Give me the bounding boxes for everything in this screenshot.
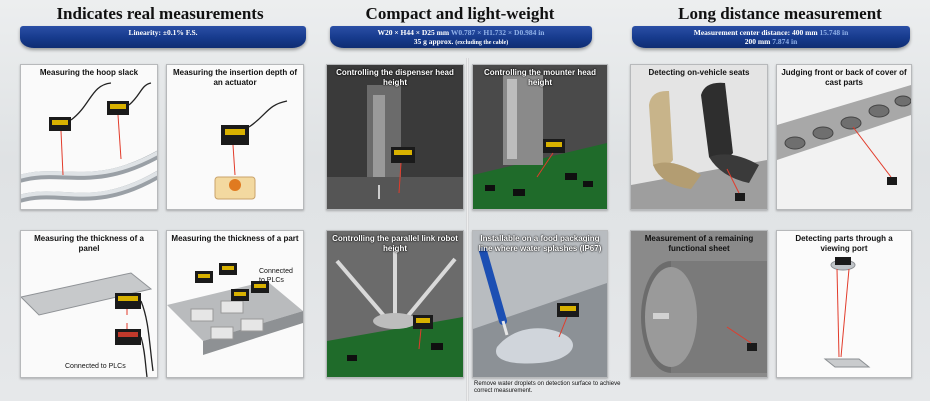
caption-cast-parts: Judging front or back of cover of cast p…	[781, 68, 907, 87]
panel-dispenser-height: Controlling the dispenser head height	[326, 64, 464, 210]
panel-viewing-port: Detecting parts through a viewing port	[776, 230, 912, 378]
caption-viewing-port: Detecting parts through a viewing port	[795, 234, 893, 253]
panel-mounter-height: Controlling the mounter head height	[472, 64, 608, 210]
spec-text-small: (excluding the cable)	[455, 40, 509, 46]
vehicle-seats-illustration	[631, 65, 767, 209]
insertion-depth-illustration	[214, 100, 288, 200]
spec-band-distance: Measurement center distance: 400 mm 15.7…	[632, 26, 910, 48]
panel-vehicle-seats: Detecting on-vehicle seats	[630, 64, 768, 210]
panel-cast-parts: Judging front or back of cover of cast p…	[776, 64, 912, 210]
caption-dispenser-height: Controlling the dispenser head height	[336, 68, 454, 87]
panel-hoop-slack: Measuring the hoop slack	[20, 64, 158, 210]
footnote-water-droplets: Remove water droplets on detection surfa…	[474, 381, 621, 394]
spec-text: 35 g approx.	[413, 37, 454, 46]
caption-mounter-height: Controlling the mounter head height	[484, 68, 596, 87]
panel-food-packaging: Installable on a food packaging line whe…	[472, 230, 608, 378]
caption-hoop-slack: Measuring the hoop slack	[39, 68, 139, 77]
note-connected-plcs: Connected to PLCs	[65, 363, 126, 370]
spec-text-faded: 15.748 in	[819, 28, 849, 37]
dispenser-illustration	[327, 65, 463, 209]
panel-insertion-depth: Measuring the insertion depth of an actu…	[166, 64, 304, 210]
spec-line: 35 g approx. (excluding the cable)	[330, 37, 592, 48]
food-packaging-illustration	[473, 231, 607, 377]
note-connected-plcs: Connected to PLCs	[259, 268, 293, 284]
caption-parallel-robot: Controlling the parallel link robot heig…	[332, 234, 458, 253]
viewing-port-illustration	[777, 231, 911, 377]
cast-parts-illustration	[777, 65, 911, 209]
caption-panel-thickness: Measuring the thickness of a panel	[34, 234, 144, 253]
caption-part-thickness: Measuring the thickness of a part	[171, 234, 299, 243]
spec-line: 200 mm 7.874 in	[632, 37, 910, 46]
part-thickness-illustration	[167, 263, 303, 355]
caption-functional-sheet: Measurement of a remaining functional sh…	[644, 234, 754, 253]
spec-line: W20 × H44 × D25 mm W0.787 × H1.732 × D0.…	[330, 28, 592, 37]
spec-text: W20 × H44 × D25 mm	[377, 28, 450, 37]
caption-insertion-depth: Measuring the insertion depth of an actu…	[172, 68, 297, 87]
spec-text: 200 mm	[744, 37, 771, 46]
panel-panel-thickness: Measuring the thickness of a panel Conne…	[20, 230, 158, 378]
panel-thickness-illustration	[21, 272, 154, 377]
spec-text: Measurement center distance: 400 mm	[693, 28, 818, 37]
functional-sheet-illustration	[631, 231, 767, 377]
caption-food-packaging: Installable on a food packaging line whe…	[478, 234, 602, 253]
spec-text-faded: W0.787 × H1.732 × D0.984 in	[450, 28, 545, 37]
mounter-illustration	[473, 65, 607, 209]
spec-band-dimensions: W20 × H44 × D25 mm W0.787 × H1.732 × D0.…	[330, 26, 592, 48]
spec-line: Measurement center distance: 400 mm 15.7…	[632, 28, 910, 37]
section-title-long-distance: Long distance measurement	[678, 4, 882, 23]
spec-text: Linearity: ±0.1% F.S.	[128, 28, 198, 37]
section-title-real-measurements: Indicates real measurements	[56, 4, 264, 23]
spec-band-linearity: Linearity: ±0.1% F.S.	[20, 26, 306, 48]
panel-parallel-robot: Controlling the parallel link robot heig…	[326, 230, 464, 378]
panel-functional-sheet: Measurement of a remaining functional sh…	[630, 230, 768, 378]
hoop-slack-illustration	[21, 82, 157, 203]
caption-vehicle-seats: Detecting on-vehicle seats	[648, 68, 750, 77]
spec-text-faded: 7.874 in	[772, 37, 798, 46]
parallel-robot-illustration	[327, 231, 463, 377]
panel-part-thickness: Measuring the thickness of a part Connec…	[166, 230, 304, 378]
page-fold-divider	[466, 58, 469, 401]
section-title-compact: Compact and light-weight	[365, 4, 555, 23]
spec-line: Linearity: ±0.1% F.S.	[20, 28, 306, 37]
